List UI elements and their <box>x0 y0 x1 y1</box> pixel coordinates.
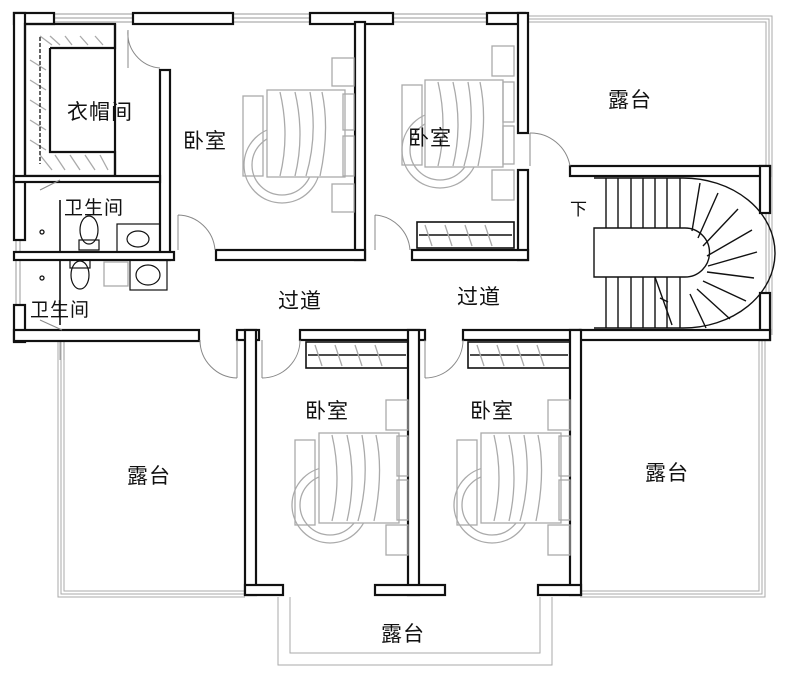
bed-nw <box>242 57 355 213</box>
bed-se <box>453 341 571 556</box>
room-label-terrace-sw: 露台 <box>127 464 171 488</box>
bed-sw <box>291 341 409 556</box>
room-label-bathroom-1: 卫生间 <box>64 197 125 219</box>
room-label-bathroom-2: 卫生间 <box>30 299 91 321</box>
room-label-bedroom-sw: 卧室 <box>305 399 349 423</box>
room-label-terrace-s: 露台 <box>381 622 425 646</box>
room-label-terrace-ne: 露台 <box>608 88 652 112</box>
room-label-bedroom-n: 卧室 <box>408 126 452 150</box>
doors <box>39 29 571 379</box>
wardrobe-hangers <box>29 35 109 171</box>
room-label-terrace-se: 露台 <box>645 461 689 485</box>
stair-down-label: 下 <box>570 200 588 220</box>
room-label-bedroom-nw: 卧室 <box>183 129 227 153</box>
room-label-bedroom-se: 卧室 <box>470 399 514 423</box>
room-label-corridor-west: 过道 <box>278 289 322 313</box>
terrace-railings <box>57 15 773 666</box>
bed-n <box>401 45 515 249</box>
room-label-cloakroom: 衣帽间 <box>67 100 133 124</box>
staircase <box>593 177 776 329</box>
room-label-corridor-east: 过道 <box>457 285 501 309</box>
bathroom-fixtures <box>39 200 168 325</box>
